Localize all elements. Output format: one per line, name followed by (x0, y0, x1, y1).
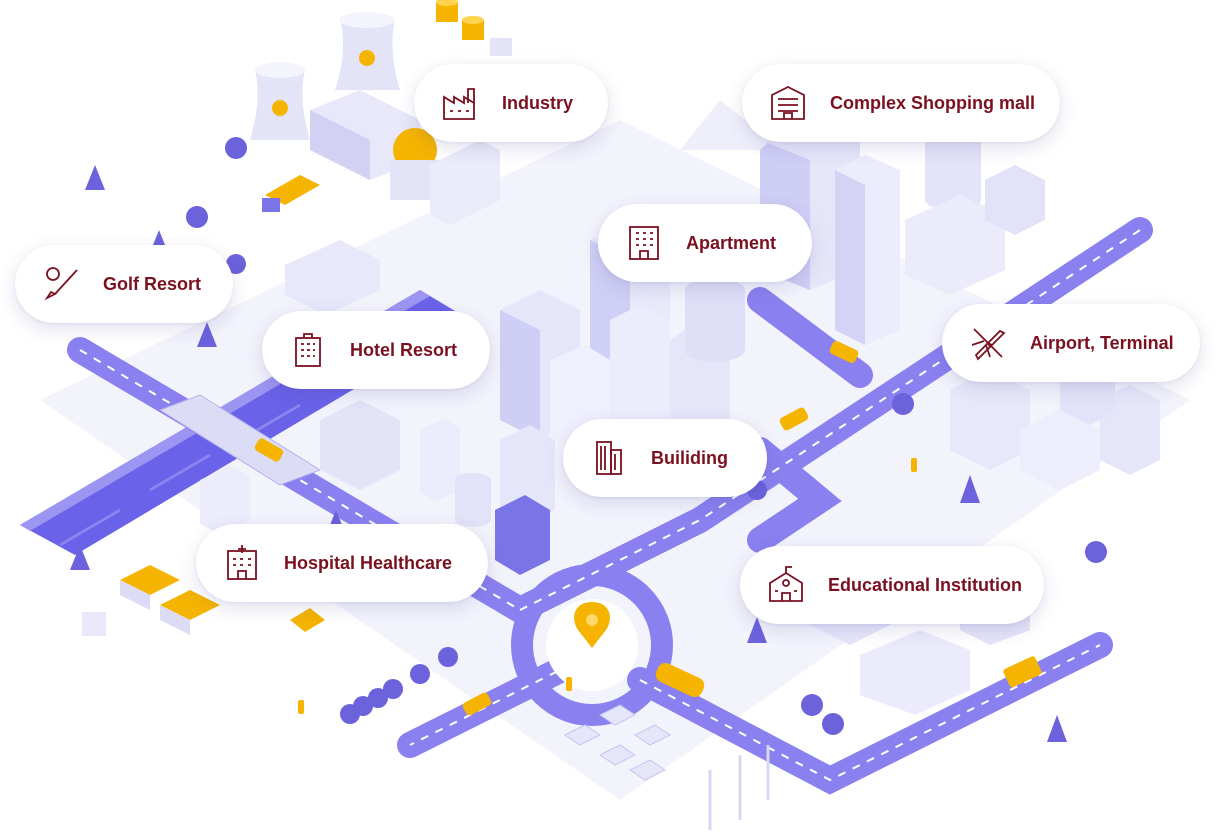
building-icon (596, 441, 622, 475)
houses (82, 565, 325, 636)
airplane-icon (971, 328, 1006, 361)
label-hospital-healthcare[interactable]: Hospital Healthcare (196, 524, 488, 602)
tanker-truck (262, 175, 320, 212)
label-industry[interactable]: Industry (414, 64, 608, 142)
location-pin-icon (574, 602, 610, 648)
label-airport-terminal-text: Airport, Terminal (1030, 332, 1174, 353)
factory-icon (443, 88, 475, 120)
label-golf-resort[interactable]: Golf Resort (15, 245, 233, 323)
label-hospital-healthcare-text: Hospital Healthcare (284, 552, 453, 573)
label-hotel-resort-text: Hotel Resort (350, 339, 458, 360)
apartment-icon (629, 226, 659, 260)
label-airport-terminal[interactable]: Airport, Terminal (942, 304, 1200, 382)
label-educational-institution[interactable]: Educational Institution (740, 546, 1044, 624)
label-educational-institution-text: Educational Institution (828, 574, 1022, 595)
hospital-icon (227, 545, 257, 580)
label-shopping-mall[interactable]: Complex Shopping mall (742, 64, 1060, 142)
solar-panels (564, 704, 671, 781)
cooling-towers (250, 12, 400, 140)
people (298, 458, 917, 714)
hotel-icon (295, 333, 321, 367)
label-apartment[interactable]: Apartment (598, 204, 812, 282)
label-building-text: Builiding (651, 447, 728, 468)
cars (254, 341, 1042, 716)
label-industry-text: Industry (502, 92, 574, 113)
mall-icon (771, 85, 805, 120)
label-shopping-mall-text: Complex Shopping mall (830, 92, 1036, 113)
school-icon (769, 566, 803, 602)
west-buildings (200, 240, 555, 575)
label-apartment-text: Apartment (686, 232, 777, 253)
trees (70, 137, 1107, 742)
industrial-plant (310, 90, 500, 225)
label-building[interactable]: Builiding (563, 419, 767, 497)
wind-turbines (708, 745, 770, 830)
storage-tanks (436, 0, 512, 56)
label-hotel-resort[interactable]: Hotel Resort (262, 311, 490, 389)
label-golf-resort-text: Golf Resort (103, 273, 202, 294)
golf-icon (44, 267, 78, 301)
